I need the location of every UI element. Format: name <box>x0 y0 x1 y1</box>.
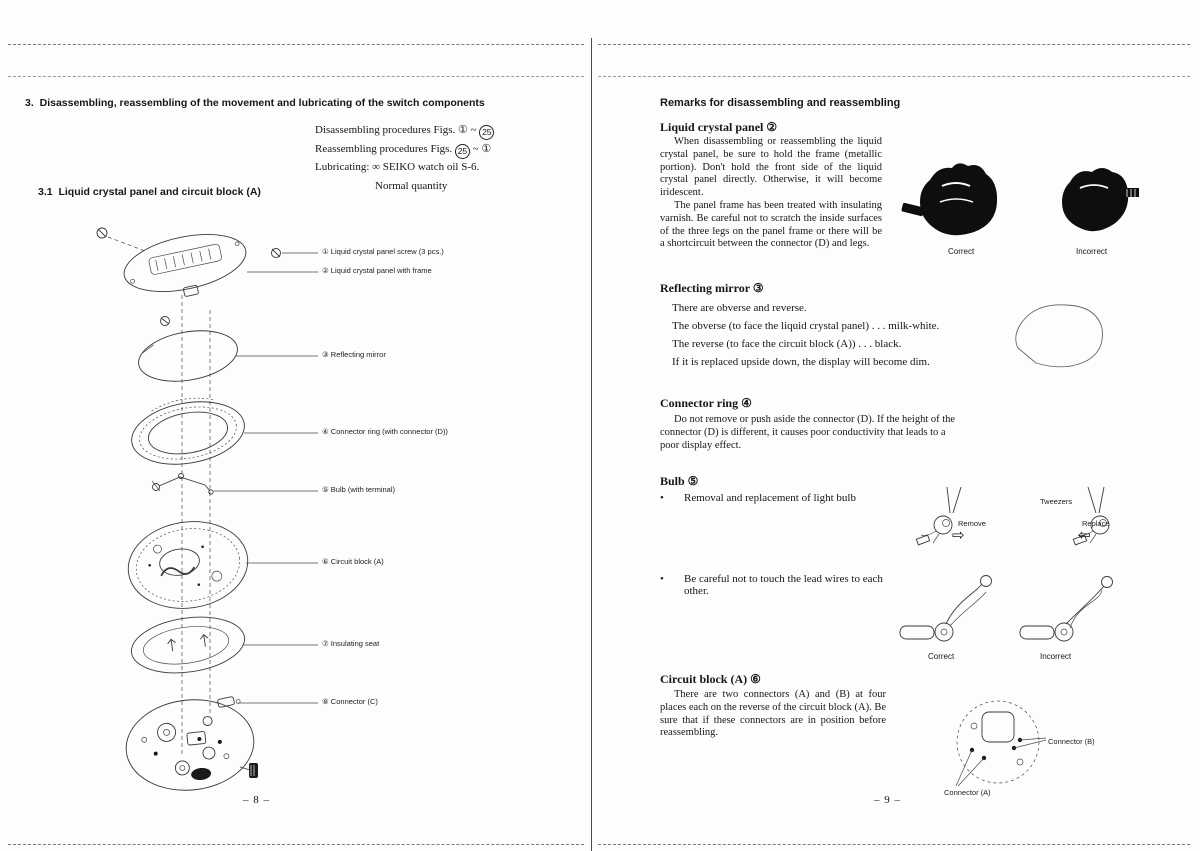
panel-screw-icon <box>96 227 146 252</box>
bulb-remove-drawing <box>915 486 962 546</box>
reassembling-procedures-text: Reassembling procedures Figs. <box>315 143 453 155</box>
oil-icon: ∞ <box>372 161 380 173</box>
part-label-2: ② Liquid crystal panel with frame <box>322 266 432 275</box>
part-label-4: ④ Connector ring (with connector (D)) <box>322 427 448 436</box>
lcp-section-title: Liquid crystal panel ② <box>660 120 778 134</box>
lcp-paragraph-1: When disassembling or reassembling the l… <box>660 136 882 199</box>
bulb-bullet-1: • Removal and replacement of light bulb <box>660 492 856 504</box>
ring-paragraph: Do not remove or push aside the connecto… <box>660 414 956 451</box>
part-label-5: ⑤ Bulb (with terminal) <box>322 485 395 494</box>
connector-a-label: Connector (A) <box>944 788 991 797</box>
small-screw-icon <box>160 316 170 326</box>
bulb-bullet-2: • Be careful not to touch the lead wires … <box>660 573 896 597</box>
cblock-section-title: Circuit block (A) ⑥ <box>660 672 761 686</box>
bulb-caption-correct: Correct <box>928 652 955 661</box>
disassembling-procedures-text: Disassembling procedures Figs. <box>315 124 456 136</box>
fig-first-badge: ① <box>457 124 468 136</box>
divider-line <box>8 76 584 77</box>
page-number-right: – 9 – <box>874 794 901 806</box>
mirror-drawing <box>1015 304 1103 368</box>
hand-photo-incorrect <box>1062 168 1139 232</box>
disassembling-procedures-line: Disassembling procedures Figs. ① ~ 25 <box>315 123 495 140</box>
lubricating-oil-text: SEIKO watch oil S-6. <box>382 161 480 173</box>
mirror-line-1: There are obverse and reverse. <box>672 302 807 314</box>
remarks-heading: Remarks for disassembling and reassembli… <box>660 97 901 109</box>
part-label-7: ⑦ Insulating seat <box>322 639 380 648</box>
subsection-title: Liquid crystal panel and circuit block (… <box>58 186 261 198</box>
divider-line <box>598 844 1190 845</box>
replace-label: Replace <box>1082 519 1110 528</box>
crown-drawing <box>239 763 258 778</box>
section-number: 3. <box>25 97 34 109</box>
lubricating-line: Lubricating: ∞ SEIKO watch oil S-6. <box>315 161 479 173</box>
part-label-8: ⑧ Connector (C) <box>322 697 378 706</box>
bulb-drawing <box>151 473 214 495</box>
tilde: ~ <box>470 124 477 136</box>
exploded-diagram <box>96 227 318 791</box>
bullet-icon: • <box>660 492 664 504</box>
mirror-line-4: If it is replaced upside down, the displ… <box>672 356 930 368</box>
lcd-panel-drawing <box>123 234 247 297</box>
normal-quantity-line: Normal quantity <box>375 180 448 192</box>
bulb-bullet-2-text: Be careful not to touch the lead wires t… <box>684 573 883 597</box>
section-heading: 3. Disassembling, reassembling of the mo… <box>25 97 485 109</box>
mirror-line-2: The obverse (to face the liquid crystal … <box>672 320 940 332</box>
remove-label: Remove <box>958 519 986 528</box>
hand-photo-correct <box>901 163 998 236</box>
divider-line <box>598 44 1190 45</box>
bulb-bullet-1-text: Removal and replacement of light bulb <box>684 492 856 504</box>
subsection-heading: 3.1 Liquid crystal panel and circuit blo… <box>38 186 261 198</box>
movement-plate-drawing <box>125 699 255 791</box>
fig-last-badge: 25 <box>454 144 470 159</box>
lcp-caption-correct: Correct <box>948 247 975 256</box>
section-title: Disassembling, reassembling of the movem… <box>39 97 485 109</box>
mirror-section-title: Reflecting mirror ③ <box>660 281 764 295</box>
lcp-paragraph-2: The panel frame has been treated with in… <box>660 200 882 250</box>
ring-section-title: Connector ring ④ <box>660 396 752 410</box>
fig-first-badge: ① <box>481 143 492 155</box>
page-gutter-line <box>591 38 592 851</box>
lcp-caption-incorrect: Incorrect <box>1076 247 1108 256</box>
lubricating-label: Lubricating: <box>315 161 370 173</box>
bulb-section-title: Bulb ⑤ <box>660 474 699 488</box>
fig-last-badge: 25 <box>479 125 495 140</box>
lead-wires-incorrect-drawing <box>1019 576 1113 642</box>
connector-c-drawing <box>217 696 241 708</box>
mirror-line-3: The reverse (to face the circuit block (… <box>672 338 902 350</box>
bulb-replace-drawing <box>1072 486 1110 546</box>
bulb-caption-incorrect: Incorrect <box>1040 652 1072 661</box>
part-label-1: ① Liquid crystal panel screw (3 pcs.) <box>322 247 444 256</box>
divider-line <box>8 844 584 845</box>
connector-ring-drawing <box>131 397 245 465</box>
page-number-left: – 8 – <box>243 794 270 806</box>
circuit-block-reverse-drawing <box>955 700 1047 787</box>
lead-wires-correct-drawing <box>899 575 992 642</box>
part-label-3: ③ Reflecting mirror <box>322 350 386 359</box>
cblock-paragraph: There are two connectors (A) and (B) at … <box>660 689 886 739</box>
divider-line <box>8 44 584 45</box>
bullet-icon: • <box>660 573 664 585</box>
panel-screw-icon <box>271 248 281 258</box>
connector-b-label: Connector (B) <box>1048 737 1095 746</box>
remove-arrow-icon: ⇨ <box>952 526 965 544</box>
reflecting-mirror-drawing <box>138 330 238 382</box>
tweezers-label: Tweezers <box>1040 497 1073 506</box>
insulating-seat-drawing <box>130 616 246 674</box>
reassembling-procedures-line: Reassembling procedures Figs. 25 ~ ① <box>315 142 491 159</box>
replace-arrow-icon: ⇦ <box>1078 526 1091 544</box>
divider-line <box>598 76 1190 77</box>
subsection-number: 3.1 <box>38 186 53 198</box>
tilde: ~ <box>472 143 479 155</box>
part-label-6: ⑥ Circuit block (A) <box>322 557 384 566</box>
circuit-block-drawing <box>127 521 249 609</box>
